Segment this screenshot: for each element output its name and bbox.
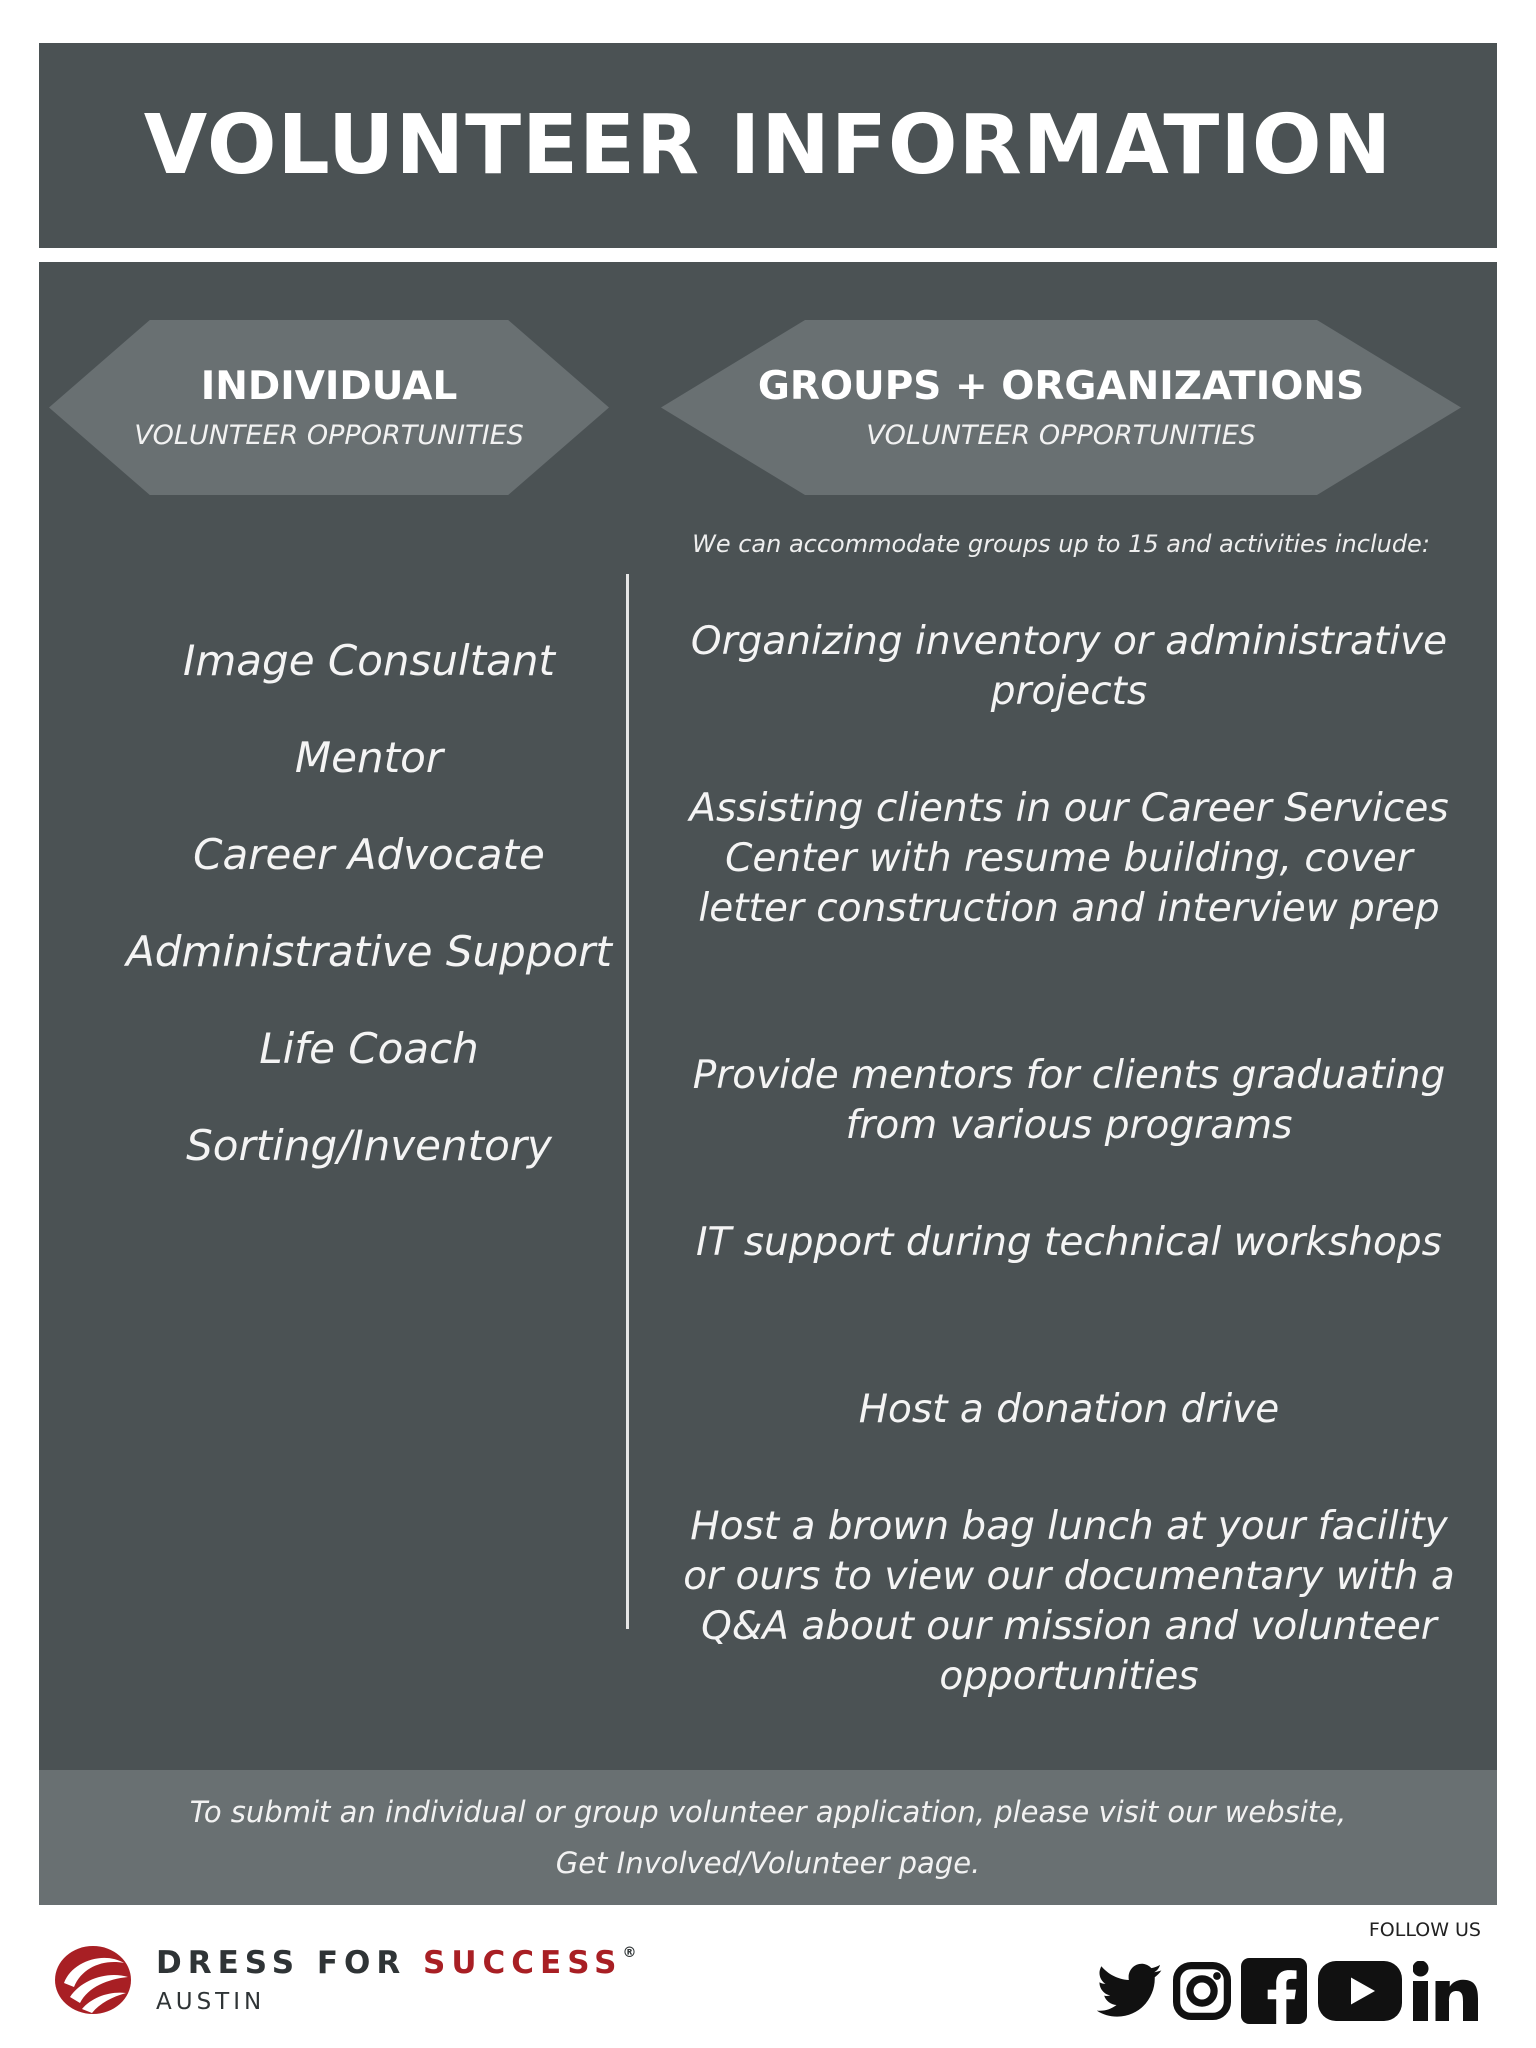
logo-city: AUSTIN [156, 1989, 266, 2015]
social-icons [1096, 1958, 1483, 2028]
individual-title: INDIVIDUAL [200, 363, 458, 409]
individual-item: Administrative Support [126, 927, 612, 976]
dress-for-success-logo: DRESS FOR SUCCESS® AUSTIN [52, 1945, 636, 2015]
registered-mark: ® [622, 1945, 637, 1961]
individual-item: Sorting/Inventory [186, 1121, 552, 1170]
groups-subtitle: VOLUNTEER OPPORTUNITIES [866, 420, 1256, 452]
individual-item: Image Consultant [183, 636, 555, 685]
main-panel: INDIVIDUAL VOLUNTEER OPPORTUNITIES GROUP… [39, 262, 1497, 1770]
individual-item: Mentor [294, 733, 444, 782]
groups-heading-badge: GROUPS + ORGANIZATIONS VOLUNTEER OPPORTU… [661, 320, 1461, 495]
application-note-line1: To submit an individual or group volunte… [189, 1794, 1347, 1829]
youtube-icon[interactable] [1317, 1961, 1403, 2025]
groups-item: Organizing inventory or administrative p… [690, 619, 1448, 714]
follow-us-label: FOLLOW US [1368, 1919, 1481, 1941]
groups-item: Assisting clients in our Career Services… [689, 786, 1449, 931]
groups-item: IT support during technical workshops [696, 1220, 1442, 1265]
individual-item: Life Coach [259, 1024, 479, 1073]
individual-heading-badge: INDIVIDUAL VOLUNTEER OPPORTUNITIES [49, 320, 609, 495]
page-title: VOLUNTEER INFORMATION [143, 98, 1393, 193]
application-note-line2: Get Involved/Volunteer page. [555, 1845, 981, 1880]
swirl-logo-icon [55, 1946, 131, 2014]
application-note: To submit an individual or group volunte… [39, 1770, 1497, 1905]
individual-item: Career Advocate [193, 830, 545, 879]
groups-title: GROUPS + ORGANIZATIONS [757, 363, 1365, 409]
linkedin-icon[interactable] [1412, 1960, 1483, 2025]
logo-text-dress-for: DRESS FOR [156, 1945, 407, 1981]
facebook-icon[interactable] [1241, 1958, 1307, 2028]
groups-item: Provide mentors for clients graduating f… [692, 1053, 1446, 1148]
header-banner: VOLUNTEER INFORMATION [39, 43, 1497, 248]
instagram-icon[interactable] [1173, 1962, 1231, 2024]
column-divider [626, 574, 629, 1629]
groups-intro: We can accommodate groups up to 15 and a… [692, 530, 1430, 558]
individual-subtitle: VOLUNTEER OPPORTUNITIES [134, 420, 524, 452]
twitter-icon[interactable] [1096, 1963, 1163, 2023]
groups-item: Host a brown bag lunch at your facility … [683, 1504, 1455, 1699]
groups-item: Host a donation drive [858, 1387, 1280, 1432]
individual-list: Image Consultant Mentor Career Advocate … [79, 612, 659, 1194]
logo-text-success: SUCCESS [423, 1945, 623, 1981]
